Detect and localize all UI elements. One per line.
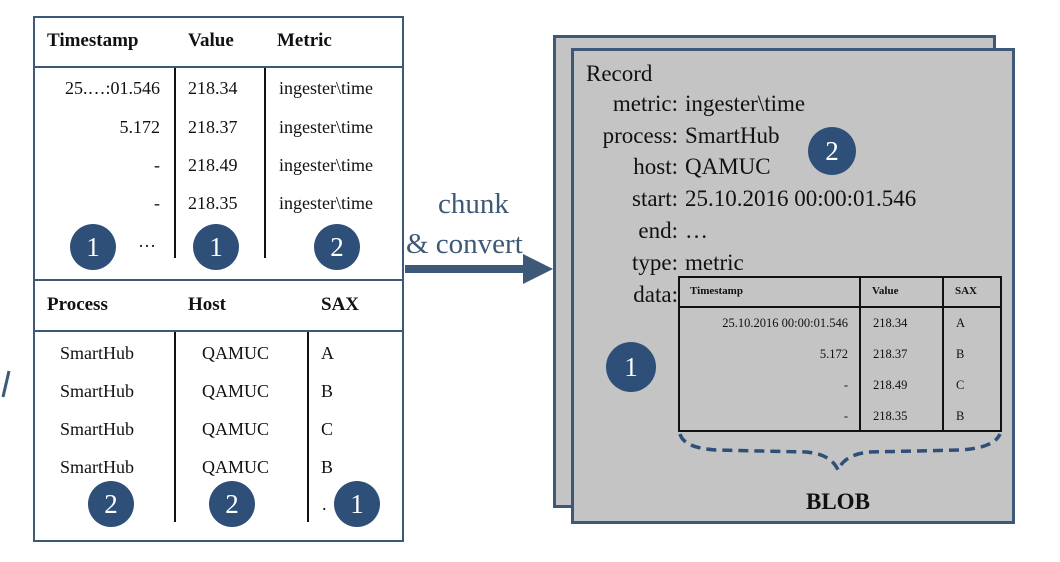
inner-col-header-timestamp: Timestamp [690,285,743,297]
inner-sax-cell: B [956,409,965,423]
arrow-label-chunk: chunk [438,188,509,220]
inner-timestamp-cell: - [843,409,848,423]
inner-col-header-value: Value [872,285,899,297]
sax-cell: A [321,343,334,363]
record-val-end: … [685,218,708,243]
arrow-label-convert: & convert [406,228,523,260]
badge-1-record-data: 1 [606,342,656,392]
value-cell: 218.37 [188,117,238,137]
record-val-process: SmartHub [685,123,780,148]
timestamp-cell: 5.172 [119,117,161,137]
record-key-start: start: [632,186,678,211]
badge-2-metric: 2 [314,224,360,270]
col-header-timestamp: Timestamp [47,30,139,51]
badge-2-host: 2 [209,481,255,527]
metric-cell: ingester\time [279,193,373,213]
inner-timestamp-cell: 5.172 [819,347,848,361]
section-divider [33,279,404,281]
inner-value-cell: 218.37 [873,347,908,361]
col-divider [264,68,266,258]
col-header-host: Host [188,294,226,315]
header2-divider [33,330,404,332]
sax-cell: B [321,457,334,477]
col-header-value: Value [188,30,234,51]
inner-timestamp-cell: 25.10.2016 00:00:01.546 [722,316,848,330]
col-divider [174,332,176,522]
inner-col-header-sax: SAX [955,285,978,297]
timestamp-cell: 25.…:01.546 [64,78,160,98]
metric-cell: ingester\time [279,117,373,137]
col-divider [174,68,176,258]
inner-timestamp-cell: - [843,378,848,392]
process-cell: SmartHub [60,457,134,477]
header-divider [33,66,404,68]
metric-cell: ingester\time [279,78,373,98]
value-cell: 218.34 [188,78,238,98]
badge-2-record-process: 2 [808,127,856,175]
badge-1-sax: 1 [334,481,380,527]
timestamp-cell: - [154,155,160,175]
value-cell: 218.35 [188,193,238,213]
record-key-data: data: [633,282,678,307]
col-header-process: Process [47,294,108,315]
inner-sax-cell: B [956,347,965,361]
timestamp-cell: - [154,193,160,213]
inner-col-divider [942,276,944,432]
value-cell: 218.49 [188,155,238,175]
inner-value-cell: 218.34 [873,316,908,330]
record-val-metric: ingester\time [685,91,806,116]
record-title: Record [586,61,653,86]
inner-data-table [678,276,1002,432]
inner-sax-cell: A [956,316,966,330]
inner-value-cell: 218.49 [873,378,908,392]
host-cell: QAMUC [202,457,270,477]
process-cell: SmartHub [60,419,134,439]
record-key-host: host: [633,154,678,179]
record-val-start: 25.10.2016 00:00:01.546 [685,186,917,211]
badge-2-process: 2 [88,481,134,527]
col-header-metric: Metric [277,30,332,51]
record-val-host: QAMUC [685,154,771,179]
process-cell: SmartHub [60,381,134,401]
sax-cell: B [321,381,334,401]
arrow-right-icon [405,254,553,284]
inner-sax-cell: C [956,378,965,392]
host-cell: QAMUC [202,419,270,439]
inner-header-divider [678,306,1002,308]
col-divider [307,332,309,522]
metric-cell: ingester\time [279,155,373,175]
sax-ellipsis: . [322,494,327,514]
col-header-sax: SAX [321,294,360,315]
inner-value-cell: 218.35 [873,409,908,423]
host-cell: QAMUC [202,381,270,401]
process-cell: SmartHub [60,343,134,363]
timestamp-ellipsis: … [138,231,156,251]
stray-arrow-mark [1,370,11,398]
record-key-metric: metric: [612,91,678,116]
badge-1-value: 1 [193,224,239,270]
record-val-type: metric [685,250,744,275]
record-key-type: type: [632,250,678,275]
badge-1-timestamp: 1 [70,224,116,270]
sax-cell: C [321,419,334,439]
blob-label: BLOB [806,489,870,514]
inner-col-divider [859,276,861,432]
record-key-process: process: [602,123,678,148]
record-key-end: end: [638,218,678,243]
blob-brace [678,433,1002,475]
host-cell: QAMUC [202,343,270,363]
